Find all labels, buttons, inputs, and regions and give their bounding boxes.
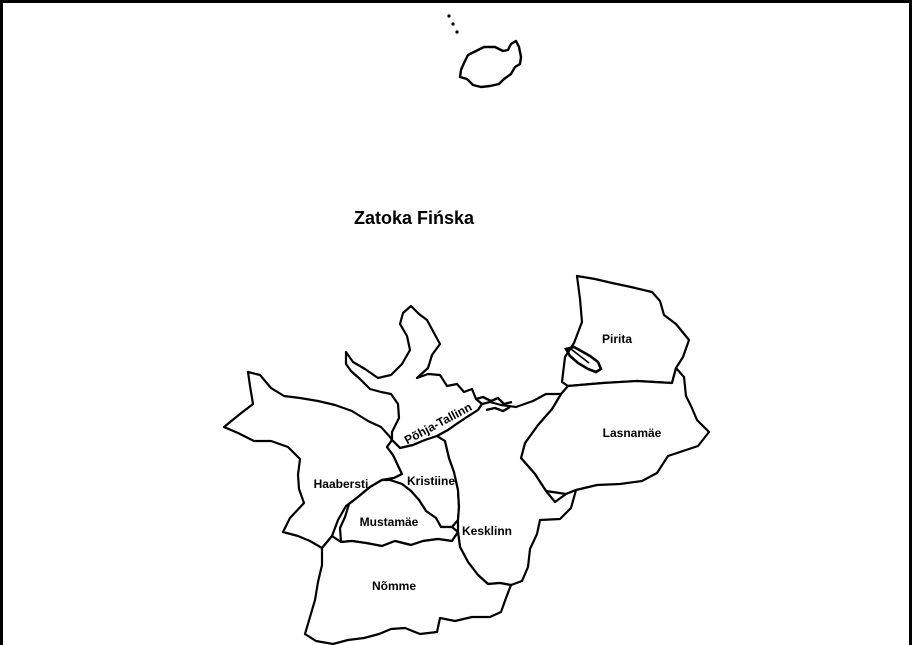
label-haabersti: Haabersti: [314, 477, 369, 491]
label-lasnamae: Lasnamäe: [603, 426, 662, 440]
aegna-island: [447, 14, 523, 89]
pirita-river: [564, 345, 603, 374]
label-mustamae: Mustamäe: [360, 515, 419, 529]
label-kristiine: Kristiine: [407, 474, 455, 488]
harbour-piers: [475, 395, 513, 413]
district-haabersti[interactable]: [222, 370, 404, 550]
label-pirita: Pirita: [602, 332, 632, 346]
district-kesklinn[interactable]: [435, 392, 578, 587]
sea-label: Zatoka Fińska: [354, 208, 475, 228]
label-nomme: Nõmme: [372, 579, 416, 593]
district-nomme[interactable]: [303, 530, 513, 645]
district-pirita[interactable]: [560, 274, 691, 388]
district-pohja-tallinn[interactable]: [344, 304, 484, 450]
label-kesklinn: Kesklinn: [462, 524, 512, 538]
